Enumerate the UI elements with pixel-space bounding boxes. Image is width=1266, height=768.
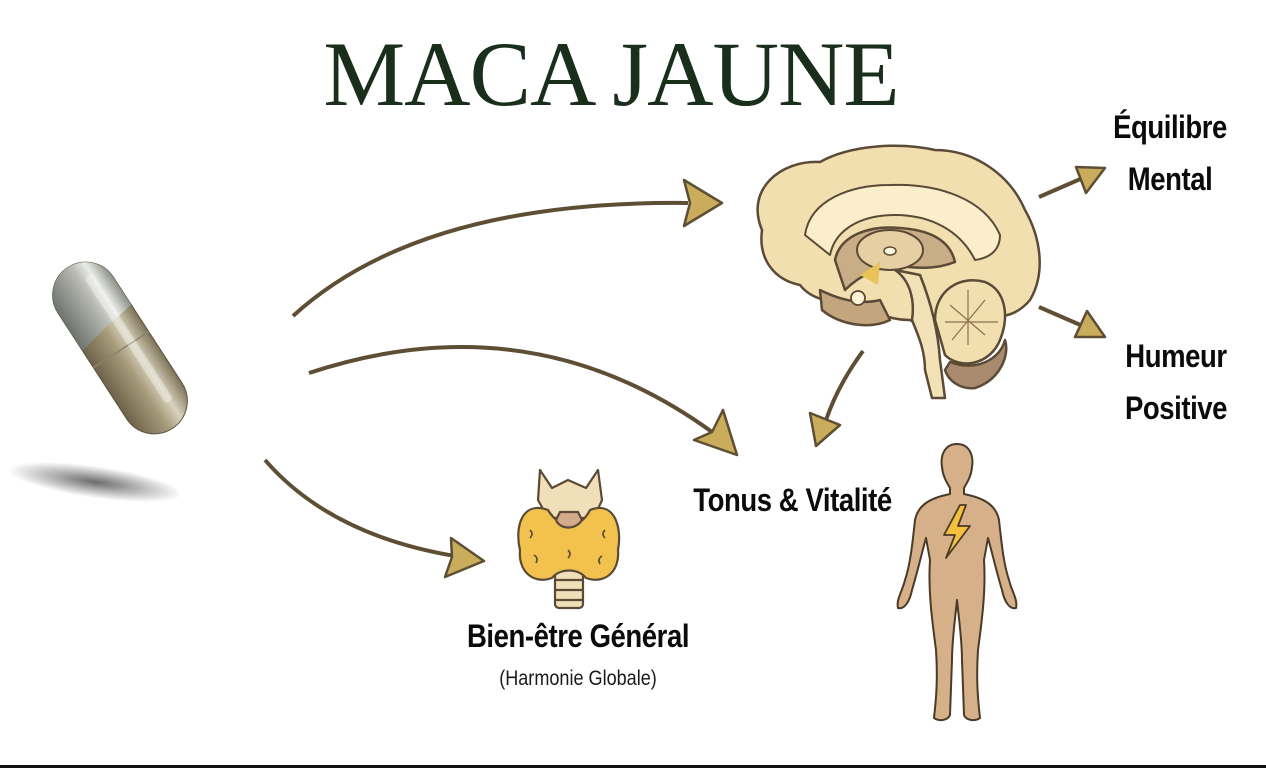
label-mood-line1: Humeur	[1125, 338, 1227, 374]
page-title: MACA JAUNE	[323, 23, 899, 125]
label-harmonie-globale: (Harmonie Globale)	[499, 667, 657, 690]
label-tonus-vitalite: Tonus & Vitalité	[693, 482, 892, 518]
label-bien-etre-general: Bien-être Général	[466, 618, 690, 654]
label-mental-line2: Mental	[1127, 161, 1213, 197]
thyroid-icon	[517, 468, 621, 610]
bottom-divider	[0, 765, 1266, 768]
capsule-icon	[7, 261, 188, 503]
label-mood-line2: Positive	[1124, 390, 1228, 426]
human-body-icon	[896, 443, 1018, 722]
arrow-brain-to-mental	[1038, 165, 1107, 199]
lightning-bolt-icon	[943, 504, 971, 559]
label-mental-line1: Équilibre	[1113, 109, 1227, 145]
brain-icon	[756, 144, 1041, 400]
arrow-brain-to-vitality	[808, 349, 865, 448]
arrow-capsule-to-vitality	[308, 345, 739, 457]
label-equilibre-mental: Équilibre Mental	[1101, 101, 1239, 205]
arrow-capsule-to-wellbeing	[263, 458, 486, 579]
label-humeur-positive: Humeur Positive	[1107, 330, 1245, 434]
arrow-capsule-to-brain	[291, 178, 724, 318]
arrow-brain-to-mood	[1038, 305, 1107, 339]
cerebellum	[933, 279, 1008, 390]
